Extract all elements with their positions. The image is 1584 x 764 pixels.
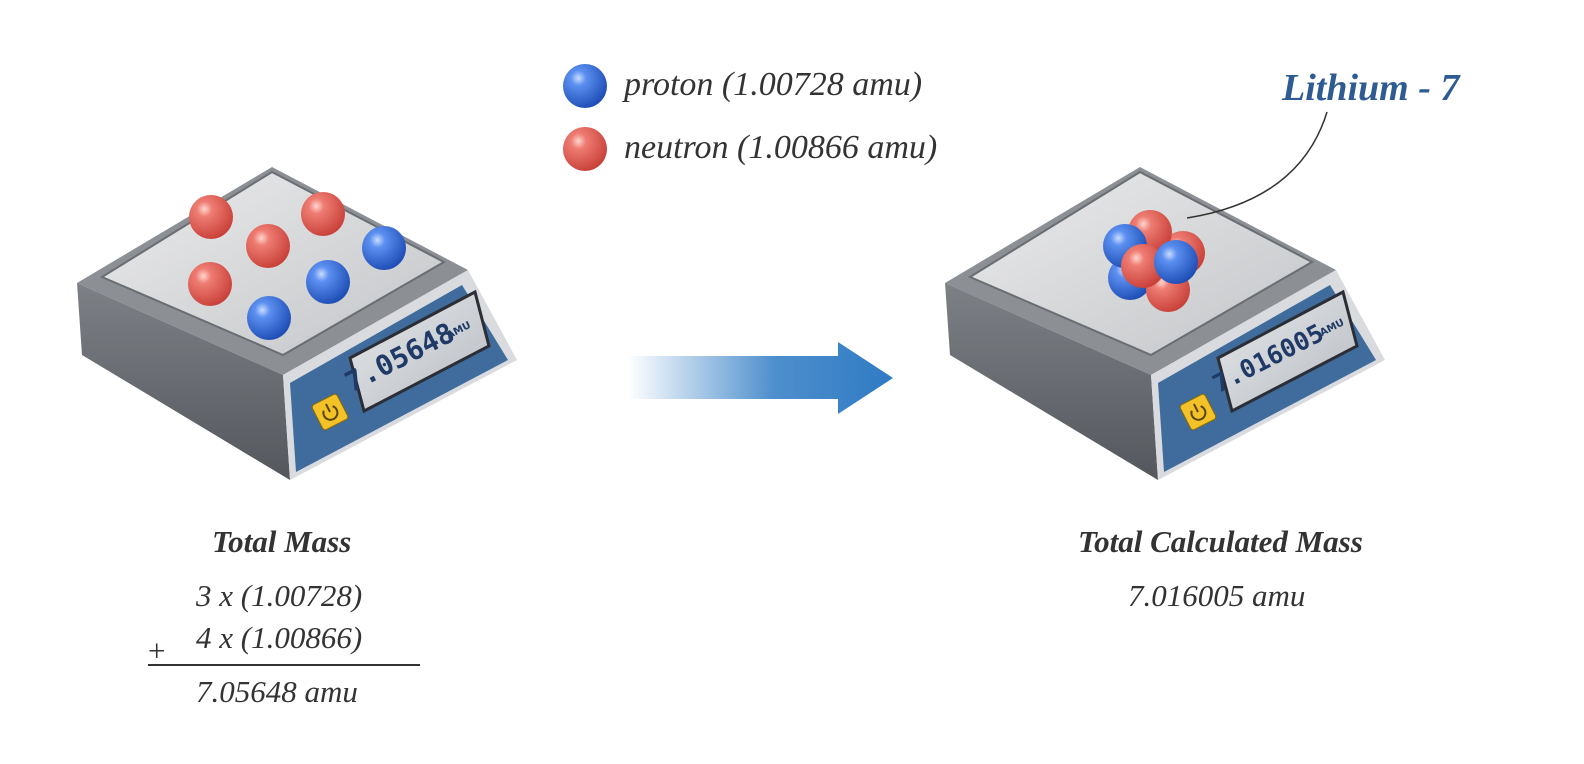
proton-particle	[306, 260, 350, 304]
power-icon	[1190, 405, 1207, 421]
transition-arrow	[628, 342, 893, 414]
right-scale: 7.016005 AMU	[945, 167, 1385, 480]
lcd-display	[1216, 289, 1359, 414]
scale-left-side	[77, 283, 290, 480]
proton-particle	[362, 226, 406, 270]
proton-particle	[1154, 240, 1198, 284]
total-mass-heading: Total Mass	[212, 524, 352, 559]
proton-legend-label: proton (1.00728 amu)	[624, 66, 923, 103]
nucleus-label: Lithium - 7	[1282, 67, 1460, 109]
sum-operator: +	[146, 633, 167, 668]
neutron-legend-label: neutron (1.00866 amu)	[624, 129, 938, 166]
total-mass-line-1: 3 x (1.00728)	[196, 578, 363, 613]
proton-particle	[247, 296, 291, 340]
calculated-mass-value: 7.016005 amu	[1128, 578, 1306, 613]
total-mass-result: 7.05648 amu	[196, 674, 358, 709]
scale-left-side	[945, 283, 1158, 480]
neutron-particle	[246, 224, 290, 268]
power-icon	[322, 405, 339, 421]
neutron-particle	[188, 262, 232, 306]
neutron-legend-marker	[563, 127, 607, 171]
lithium-7-nucleus	[1103, 210, 1205, 312]
neutron-particle	[1121, 244, 1165, 288]
calculated-mass-heading: Total Calculated Mass	[1078, 524, 1363, 559]
neutron-particle	[301, 192, 345, 236]
left-scale: 7.05648 AMU	[77, 167, 517, 480]
label-leader-line	[1186, 111, 1328, 219]
sum-rule	[148, 664, 420, 666]
lcd-display	[348, 289, 491, 414]
neutron-particle	[189, 195, 233, 239]
total-mass-line-2: 4 x (1.00866)	[196, 620, 363, 655]
proton-legend-marker	[563, 64, 607, 108]
